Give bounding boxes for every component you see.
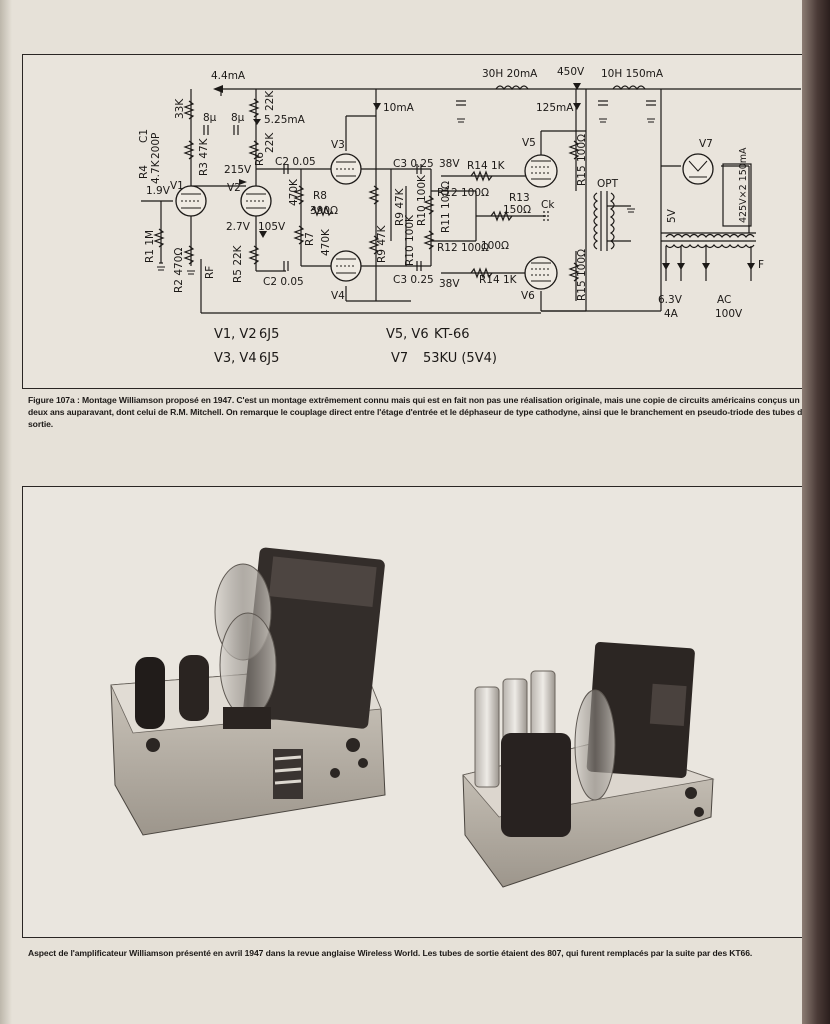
- label-c2-a: C2 0.05: [275, 156, 316, 168]
- label-r13: R13: [509, 192, 530, 204]
- label-r15-b: R15 100Ω: [576, 249, 588, 301]
- label-22k-b: 22K: [264, 132, 276, 153]
- label-r9-a: R9 47K: [394, 187, 406, 226]
- label-r12-a: R12 100Ω: [437, 187, 489, 199]
- tube-list-v3v4-type: 6J5: [259, 351, 279, 366]
- label-r13-val-b: 100Ω: [481, 240, 509, 252]
- page-edge: [0, 0, 12, 1024]
- label-c2-b: C2 0.05: [263, 276, 304, 288]
- amplifier-photo-illustration: [110, 547, 715, 888]
- voltage-38v-b: 38V: [439, 278, 460, 290]
- label-c1: C1: [138, 129, 150, 143]
- label-r10-b: R10 100K: [404, 214, 416, 266]
- label-r2: R2 470Ω: [173, 248, 185, 293]
- label-r3: R3 47K: [198, 137, 210, 176]
- label-r8-val: 390Ω: [310, 205, 338, 217]
- label-r7-a: 470K: [288, 178, 300, 206]
- label-r14-b: R14 1K: [479, 274, 518, 286]
- label-r9-b: R9 47K: [376, 224, 388, 263]
- label-v1: V1: [170, 180, 184, 192]
- label-heater-a: 4A: [664, 308, 679, 320]
- tube-list-v7-label: V7: [391, 351, 408, 366]
- label-c1-val: 200P: [150, 133, 162, 159]
- label-r4: R4: [138, 165, 150, 179]
- voltage-105v: 105V: [258, 221, 286, 233]
- label-c3-a: C3 0.25: [393, 158, 434, 170]
- label-v2: V2: [227, 182, 241, 194]
- label-v7-anode: 425V×2 150mA: [738, 147, 749, 223]
- amplifier-photo: [22, 486, 810, 938]
- figure-caption-bottom: Aspect de l'amplificateur Williamson pré…: [28, 948, 753, 958]
- label-v6: V6: [521, 290, 535, 302]
- label-heater: 6.3V: [658, 294, 683, 306]
- current-125ma: 125mA: [536, 102, 574, 114]
- label-r15-a: R15 100Ω: [576, 134, 588, 186]
- book-spine-shadow: [802, 0, 830, 1024]
- tube-list-v1v2-label: V1, V2: [214, 327, 257, 342]
- tube-list-v1v2-type: 6J5: [259, 327, 279, 342]
- tube-list-v3v4-label: V3, V4: [214, 351, 257, 366]
- label-r5: R5 22K: [232, 244, 244, 283]
- tube-v5: [524, 154, 558, 188]
- figure-caption-top: Figure 107a : Montage Williamson proposé…: [28, 395, 807, 429]
- label-opt: OPT: [597, 178, 619, 190]
- label-f: F: [758, 259, 764, 271]
- williamson-schematic: 4.4mA 5.25mA 10mA 125mA 1.9V 215V 2.7V 1…: [138, 66, 801, 366]
- label-v3: V3: [331, 139, 345, 151]
- schematic-figure: 4.4mA 5.25mA 10mA 125mA 1.9V 215V 2.7V 1…: [22, 54, 810, 389]
- tube-list-v5v6-type: KT-66: [434, 327, 470, 342]
- label-33k: 33K: [174, 98, 186, 119]
- label-5v: 5V: [666, 208, 678, 223]
- label-r7: R7: [304, 232, 316, 246]
- voltage-1-9v: 1.9V: [146, 185, 171, 197]
- label-c3-b: C3 0.25: [393, 274, 434, 286]
- label-r7-b: 470K: [320, 228, 332, 256]
- choke-30h: 30H 20mA: [482, 68, 538, 80]
- label-8u-b: 8μ: [231, 112, 245, 124]
- label-v5: V5: [522, 137, 536, 149]
- label-ck: Ck: [541, 199, 555, 211]
- choke-10h: 10H 150mA: [601, 68, 664, 80]
- label-v4: V4: [331, 290, 345, 302]
- tube-v7: [682, 153, 714, 185]
- label-r6: R6: [254, 152, 266, 166]
- label-r12-b: R12 100Ω: [437, 242, 489, 254]
- tube-list-v7-type: 53KU (5V4): [423, 351, 497, 366]
- label-22k-a: 22K: [264, 90, 276, 111]
- label-v7: V7: [699, 138, 713, 150]
- tube-v6: [524, 256, 558, 290]
- voltage-215v: 215V: [224, 164, 252, 176]
- amplifier-front-view: [110, 547, 386, 836]
- label-ac: AC: [717, 294, 731, 306]
- label-r14-a: R14 1K: [467, 160, 506, 172]
- voltage-450v: 450V: [557, 66, 585, 78]
- label-rf: RF: [204, 266, 216, 279]
- label-r1: R1 1M: [144, 230, 156, 263]
- current-10ma: 10mA: [383, 102, 415, 114]
- current-4-4ma: 4.4mA: [211, 70, 246, 82]
- label-r8: R8: [313, 190, 327, 202]
- label-r13-val-a: 150Ω: [503, 204, 531, 216]
- current-5-25ma: 5.25mA: [264, 114, 306, 126]
- tube-list-v5v6-label: V5, V6: [386, 327, 429, 342]
- label-r10-a: R10 100K: [416, 174, 428, 226]
- label-r11: R11 100Ω: [440, 181, 452, 233]
- voltage-2-7v: 2.7V: [226, 221, 251, 233]
- label-8u-a: 8μ: [203, 112, 217, 124]
- voltage-38v-a: 38V: [439, 158, 460, 170]
- label-ac-v: 100V: [715, 308, 743, 320]
- amplifier-rear-view: [462, 641, 715, 888]
- label-r4-val: 4.7K: [150, 159, 162, 184]
